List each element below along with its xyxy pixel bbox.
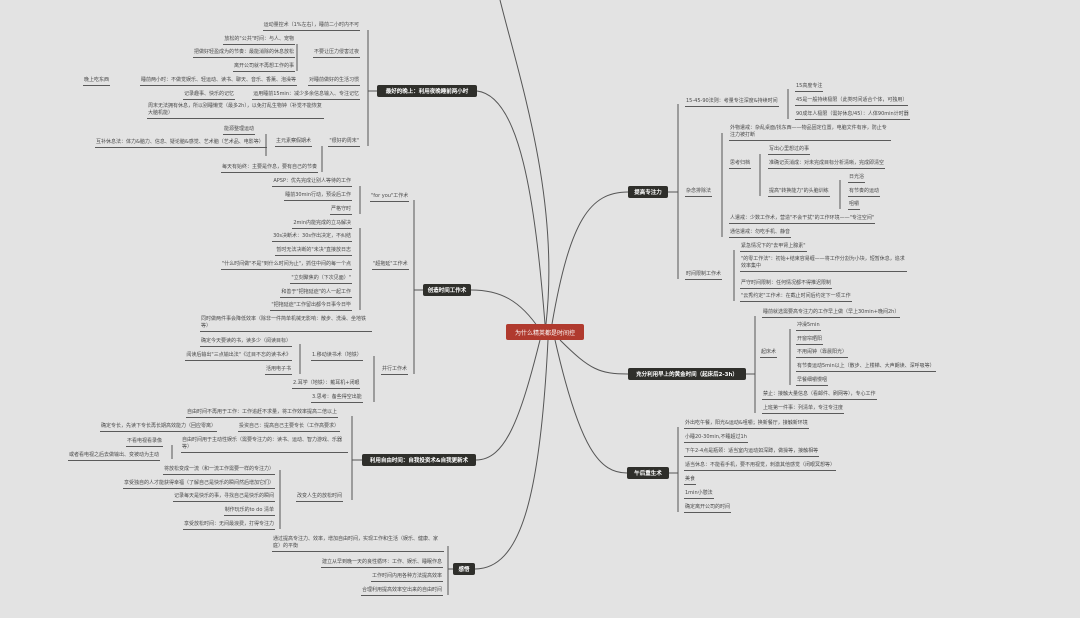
node: 严格守时 [329, 206, 352, 215]
node: 日光浴 [848, 174, 866, 183]
node: 早餐细嚼慢咽 [796, 377, 829, 386]
central-topic[interactable]: 为什么精英都是时间控 [506, 324, 584, 340]
node: 或者看电视之后去做输出、变被动为主动 [68, 452, 161, 461]
node: 记录每天是快乐的事，寻找自己是快乐的瞬间 [172, 493, 275, 502]
node: 睡前两小时：不做觉娱乐、轻运动、读书、聊天、音乐、香薰、泡澡等 [139, 77, 297, 86]
node: 1.移动读书术（地铁） [311, 352, 363, 361]
branch-create-time[interactable]: 创造时间工作术 [423, 284, 471, 296]
node: 45是一般持续极限（此类时间适合个体，可独用） [795, 97, 909, 106]
node: 不用闹钟（靠晨阳光） [796, 349, 849, 358]
node: 记录趣事、快乐的记忆 [182, 91, 235, 100]
node: 暂时无法决断的"未决"直接放日志 [275, 247, 352, 256]
node: 对睡前做好的生活习惯 [307, 77, 360, 86]
node: 每天有始终：主要是作息，要有自己的节奏 [220, 164, 318, 173]
node: 90成年人极限（需好休息/45）：人体90min计时器 [795, 111, 910, 120]
node: 自由时间用于主动性娱乐（需要专注力的：读书、运动、智力游戏、乐器等） [181, 437, 348, 453]
node: 运用睡前15min：减少多余信息输入、专注记忆 [252, 91, 360, 100]
node: 活用电子书 [264, 366, 292, 375]
node: "什么时间做"不是"到什么时间为止"，抓住中间的每一个点 [220, 261, 352, 270]
node: 自由时间不再用于工作：工作追赶不求量，将工作效率提高二倍以上 [186, 409, 339, 418]
node: 冲澡5min [796, 322, 821, 331]
branch-morning[interactable]: 充分利用早上的黄金时间（起床后2-3h） [628, 368, 746, 380]
node: 外物遣戒：杂乱桌面/找东西——物品固定位置，电脑文件有序，防止专注力被打断 [729, 125, 891, 141]
node: 美食 [684, 476, 697, 485]
node: 建立从早到晚一天的良性循环：工作、娱乐、睡眠作息 [320, 559, 443, 568]
node: APSP：优先完成让别人等待的工作 [272, 178, 352, 187]
node: 不看电视看录像 [126, 438, 164, 447]
node: 下午2-4点是瓶颈：适当室内运动如深蹲，做操等，接触相等 [684, 448, 820, 457]
node: 互补休息法：体力&脑力、信息、疑论脑&感觉、艺术脑（艺术品、电影等） [95, 139, 267, 148]
node: 合理利用提高效率空出来的自由时间 [360, 587, 443, 596]
branch-reflection[interactable]: 感悟 [453, 563, 475, 575]
node: 并行工作术 [381, 366, 409, 375]
node: 确定专长，先读下专长再长期高效能力（回应零离） [100, 423, 218, 432]
node: 外出吃午餐，阳光&运动&咀嚼；换新餐厅，接触新环境 [684, 420, 809, 429]
node: 30s决断术：30s作出决定，不纠结 [272, 233, 352, 242]
node: 3.思考：备些得空出能 [311, 394, 363, 403]
node: 杂念排除法 [685, 188, 713, 197]
node: 主元素察假期术 [274, 138, 312, 147]
node: 2.耳学（地铁）：戴耳机+闭眼 [292, 380, 361, 389]
node: 人遣戒：少数工作术，营造"不会干扰"的工作环境——"专注空间" [729, 215, 876, 224]
branch-afternoon[interactable]: 午后重生术 [627, 467, 669, 479]
node: 运动量控术（1%左右），睡前二小时内不可 [262, 22, 360, 31]
node: 和善于"把拖延症"的人一起工作 [280, 289, 352, 298]
node: 通信遣戒：勿吃手机、静音 [729, 229, 792, 238]
node: 适当休息：不能看手机，要不用视觉，刺激其他感觉（闭眼冥想等） [684, 462, 837, 471]
node: 能源整理运动 [222, 126, 255, 135]
node: 上班第一件事：列清单，专注专注度 [762, 405, 845, 414]
node: 提高"转换能力"的头脑训练 [768, 188, 830, 197]
node: 享受放松时间：无间最浪费，打得专注力 [182, 521, 275, 530]
node: 开窗帘晒阳 [796, 336, 824, 345]
node: 放松的"公共"时间：与人、宠物 [223, 36, 295, 45]
node: "for you"工作术 [370, 193, 410, 202]
node: 享受独自的人才能获得幸福（了解自己是快乐的瞬间然后增加它们） [122, 480, 275, 489]
node: 有节奏运动5min以上（散步、上楼梯、大声朗读、深呼吸等） [796, 363, 936, 372]
node: 禁止：接触大量信息（看邮件、刷网等），专心工作 [762, 391, 877, 400]
node: 投资自己：提高自己主要专长（工作高要求） [238, 423, 341, 432]
node: 晚上吃东西 [82, 77, 110, 86]
node: 通过提高专注力、效率，增加自由时间，实现工作和生活（娱乐、健康、家庭）的平衡 [272, 536, 444, 552]
node: "把拖延症"工作留出都今日事今日毕 [270, 302, 352, 311]
node: 15-45-90法则：考量专注深度&持续时间 [685, 98, 779, 107]
node: 离开公司就不再想工作的事 [232, 63, 295, 72]
node: 准确记页消成：对未完成目标分析清晰，完成即清空 [768, 160, 886, 169]
branch-free-time[interactable]: 利用自由时间：自我投资术&自我更新术 [362, 454, 476, 466]
node: 工作时间内用各种方法提高效率 [370, 573, 443, 582]
node: 写出心里想过的事 [768, 146, 811, 155]
node: 有节奏的运动 [848, 188, 881, 197]
node: 小睡20-30min,不睡超过1h [684, 434, 748, 443]
node: "超拖延"工作术 [372, 261, 409, 270]
node: 2min内能完成的立马解决 [292, 220, 352, 229]
node: 同时做两件事会降低效率（除非一件简单机械无影响：散步、洗澡、坐地铁等） [200, 316, 372, 332]
node: 睡前就选需要高专注力的工作早上做（早上30min+晚间2h） [762, 309, 901, 318]
node: 把做好轻盈成为的节奏：最能消除的休息放松 [192, 49, 295, 58]
node: 确定今天要读的书，读多少（阅读目标） [199, 338, 292, 347]
branch-evening[interactable]: 最好的晚上：利用夜晚睡前两小时 [377, 85, 477, 97]
node: 紧急情况下的"去甲肾上腺素" [740, 243, 807, 252]
node: 咀嚼 [848, 201, 861, 210]
node: "立刻聚焦的（下次见面）" [290, 275, 352, 284]
node: 阅读后输出"三点输出法"《过目不忘的读书术》 [185, 352, 292, 361]
node: 睡前30min行动，预设后工作 [284, 192, 352, 201]
node: 周末无法拥有休息，所以别睡懒觉（最多2h），以免打乱生物钟（补觉不能恢复大脑机能… [147, 103, 324, 119]
node: 1min小憩法 [684, 490, 714, 499]
node: 时间限制工作术 [685, 271, 723, 280]
node: 思考归档 [729, 160, 752, 169]
node: "的零工作法"：初始+结束容易缠——将工作分割为小块，短暂休息，追求效率集中 [740, 256, 907, 272]
node: 确定离开公司的时间 [684, 504, 732, 513]
node: "很好的周末" [328, 138, 360, 147]
node: 15高度专注 [795, 83, 824, 92]
node: 起床术 [760, 349, 778, 358]
node: 将放松变成一流（和一流工作需要一样的专注力） [162, 466, 275, 475]
node: "云秀约定"工作术：在截止时间后约定下一项工作 [740, 293, 852, 302]
node: 严守时间限制：任何情况都不得推迟限制 [740, 280, 833, 289]
node: 改变人生的放松时间 [296, 493, 344, 502]
node: 制作玩乐的to do 清单 [223, 507, 275, 516]
branch-focus[interactable]: 提高专注力 [628, 186, 668, 198]
node: 不要让压力侵害过夜 [312, 49, 360, 58]
